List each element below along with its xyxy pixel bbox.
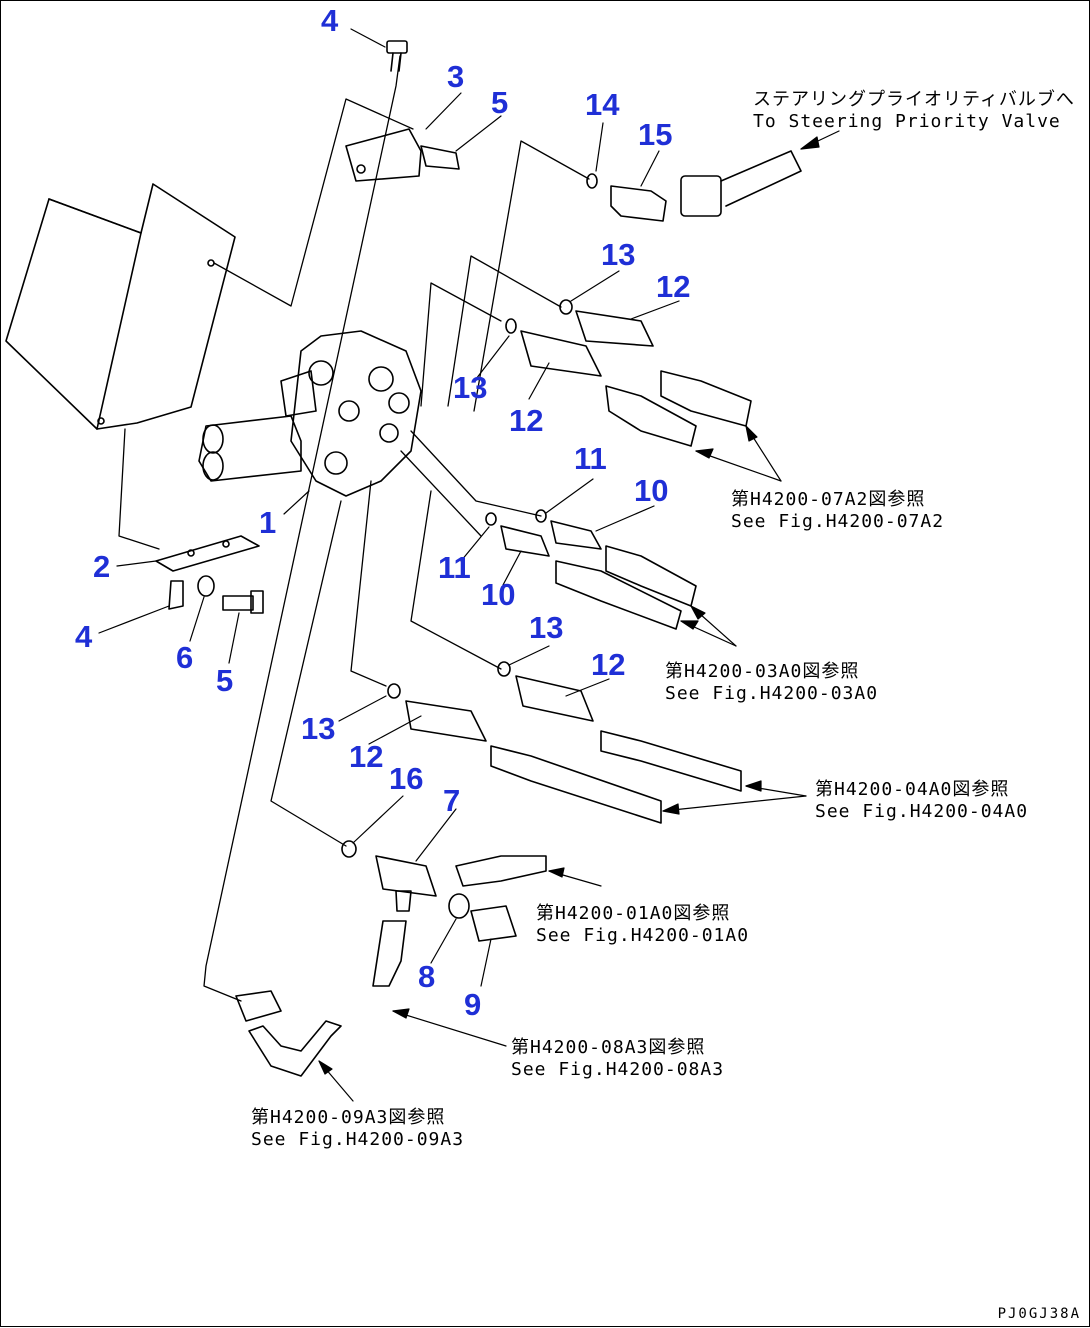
callout-10-left: 10 (481, 577, 516, 612)
annotation-en: See Fig.H4200-01A0 (536, 925, 750, 946)
fitting-12-upper (505, 299, 752, 447)
annotation-fig-07a2: 第H4200-07A2図参照 See Fig.H4200-07A2 (731, 489, 944, 533)
callout-13-upper-right: 13 (601, 237, 636, 272)
bolt-top-4 (386, 40, 408, 72)
callout-4-top: 4 (321, 3, 339, 38)
annotation-fig-08a3: 第H4200-08A3図参照 See Fig.H4200-08A3 (511, 1037, 724, 1081)
callout-3: 3 (447, 59, 465, 94)
annotation-fig-09a3: 第H4200-09A3図参照 See Fig.H4200-09A3 (251, 1107, 464, 1151)
control-valve-1 (198, 330, 422, 497)
annotation-steering-priority-valve: ステアリングプライオリティバルブへ To Steering Priority V… (753, 89, 1075, 133)
annotation-fig-01a0: 第H4200-01A0図参照 See Fig.H4200-01A0 (536, 903, 749, 947)
annotation-fig-04a0: 第H4200-04A0図参照 See Fig.H4200-04A0 (815, 779, 1028, 823)
fitting-12-lower (387, 661, 742, 824)
annotation-arrows (318, 130, 840, 1102)
callout-11-right: 11 (574, 441, 607, 476)
callout-16: 16 (389, 761, 424, 796)
annotation-jp: 第H4200-04A0図参照 (815, 779, 1010, 800)
annotation-en: See Fig.H4200-03A0 (665, 683, 879, 704)
annotation-jp: 第H4200-07A2図参照 (731, 489, 926, 510)
annotation-en: See Fig.H4200-09A3 (251, 1129, 465, 1150)
bolt-lower-parts (168, 575, 264, 614)
fitting-10-11 (485, 509, 697, 630)
annotation-en: To Steering Priority Valve (753, 111, 1061, 132)
drawing-code: PJ0GJ38A (997, 1306, 1081, 1322)
annotation-en: See Fig.H4200-07A2 (731, 511, 945, 532)
callout-12-upper-right: 12 (656, 269, 691, 304)
annotation-en: See Fig.H4200-08A3 (511, 1059, 725, 1080)
annotation-fig-03a0: 第H4200-03A0図参照 See Fig.H4200-03A0 (665, 661, 878, 705)
cover-box (5, 183, 236, 430)
callout-2: 2 (93, 549, 111, 584)
callout-5-lower: 5 (216, 663, 234, 698)
guide-lines (118, 55, 590, 1002)
hose-lower-left (235, 990, 342, 1077)
annotation-jp: 第H4200-03A0図参照 (665, 661, 860, 682)
callout-5-top: 5 (491, 85, 509, 120)
fitting-14-15 (586, 150, 802, 222)
leader-lines (98, 28, 680, 987)
fitting-7-8-9 (341, 840, 547, 987)
callout-14: 14 (585, 87, 620, 122)
callout-15: 15 (638, 117, 673, 152)
annotation-jp: 第H4200-01A0図参照 (536, 903, 731, 924)
plate-2 (155, 535, 260, 572)
callout-12-lower-left: 12 (349, 739, 384, 774)
callout-4-lower: 4 (75, 619, 93, 654)
annotation-jp: 第H4200-09A3図参照 (251, 1107, 446, 1128)
callout-8: 8 (418, 959, 436, 994)
callout-10-right: 10 (634, 473, 669, 508)
callout-6: 6 (176, 640, 194, 675)
callout-12-lower-right: 12 (591, 647, 626, 682)
callout-13-upper-left: 13 (453, 370, 488, 405)
callout-7: 7 (443, 783, 461, 818)
callout-9: 9 (464, 987, 482, 1022)
callout-1: 1 (259, 505, 277, 540)
callout-12-upper-left: 12 (509, 403, 544, 438)
callout-13-lower-left: 13 (301, 711, 336, 746)
bracket-3 (345, 128, 460, 182)
annotation-en: See Fig.H4200-04A0 (815, 801, 1029, 822)
annotation-jp: ステアリングプライオリティバルブへ (753, 89, 1075, 110)
annotation-jp: 第H4200-08A3図参照 (511, 1037, 706, 1058)
callout-13-lower-right: 13 (529, 610, 564, 645)
callout-11-left: 11 (438, 550, 471, 585)
